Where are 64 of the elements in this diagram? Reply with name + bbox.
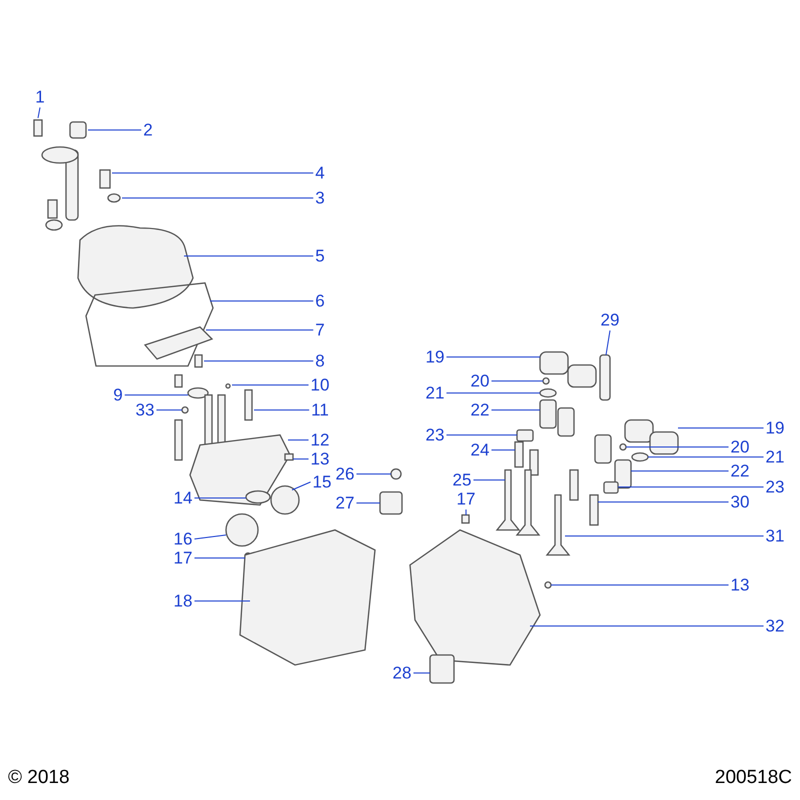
callout-number: 4 (315, 164, 325, 182)
callout-number: 5 (315, 248, 325, 264)
leader-line (356, 502, 380, 504)
leader-line (210, 300, 314, 302)
leader-line (204, 360, 314, 362)
leader-line (446, 434, 518, 436)
callout-number: 27 (336, 494, 354, 512)
callout-number: 12 (310, 432, 330, 448)
callout-number: 30 (730, 494, 750, 510)
callout-number: 7 (315, 322, 325, 338)
callout-number: 18 (174, 592, 192, 610)
callout-number: 23 (766, 478, 784, 496)
leader-line (292, 458, 310, 460)
callout-number: 2 (143, 122, 153, 138)
callout-number: 29 (600, 312, 620, 328)
callout-number: 22 (730, 462, 750, 480)
leader-line (648, 456, 764, 458)
callout-number: 13 (730, 576, 750, 594)
leader-line (194, 534, 226, 540)
callout-number: 21 (426, 384, 444, 402)
drawing-number: 200518C (714, 767, 792, 789)
leader-line (446, 392, 540, 394)
leader-line (550, 584, 730, 586)
callout-number: 28 (392, 664, 412, 682)
leader-line (490, 380, 544, 382)
callout-number: 17 (456, 490, 476, 508)
callout-number: 23 (426, 426, 444, 444)
leader-line (618, 486, 764, 488)
leader-line (626, 446, 730, 448)
callout-number: 14 (174, 490, 192, 506)
callout-number: 11 (311, 402, 329, 418)
callout-number: 26 (336, 466, 354, 482)
leader-line (292, 482, 312, 490)
leader-line (412, 672, 430, 674)
leader-line (124, 394, 188, 396)
leader-line (38, 107, 40, 118)
callout-number: 3 (315, 190, 325, 206)
callout-number: 19 (426, 348, 444, 366)
callout-number: 24 (470, 442, 490, 458)
callout-number: 16 (174, 530, 192, 548)
copyright-notice: © 2018 (8, 767, 70, 789)
callout-number: 10 (310, 376, 330, 394)
leader-line (232, 384, 310, 386)
callout-number: 8 (315, 352, 325, 370)
callout-number: 13 (310, 450, 330, 468)
leader-line (112, 172, 314, 174)
callout-number: 19 (766, 420, 784, 436)
callout-number: 25 (452, 472, 472, 488)
leader-line (606, 330, 610, 356)
callout-number: 31 (766, 528, 784, 544)
leader-line (630, 470, 730, 472)
callout-number: 15 (312, 474, 332, 490)
callout-number: 6 (315, 292, 325, 310)
callout-number: 33 (136, 402, 154, 418)
callout-number: 1 (35, 88, 45, 106)
callout-number: 21 (766, 448, 784, 466)
callout-number: 20 (730, 438, 750, 456)
callout-number: 17 (174, 550, 192, 566)
callout-number: 20 (470, 372, 490, 390)
leader-line (194, 600, 250, 602)
callout-number: 32 (766, 618, 784, 634)
callout-number: 22 (470, 402, 490, 418)
callout-number: 9 (113, 386, 123, 404)
leader-line (446, 356, 540, 358)
